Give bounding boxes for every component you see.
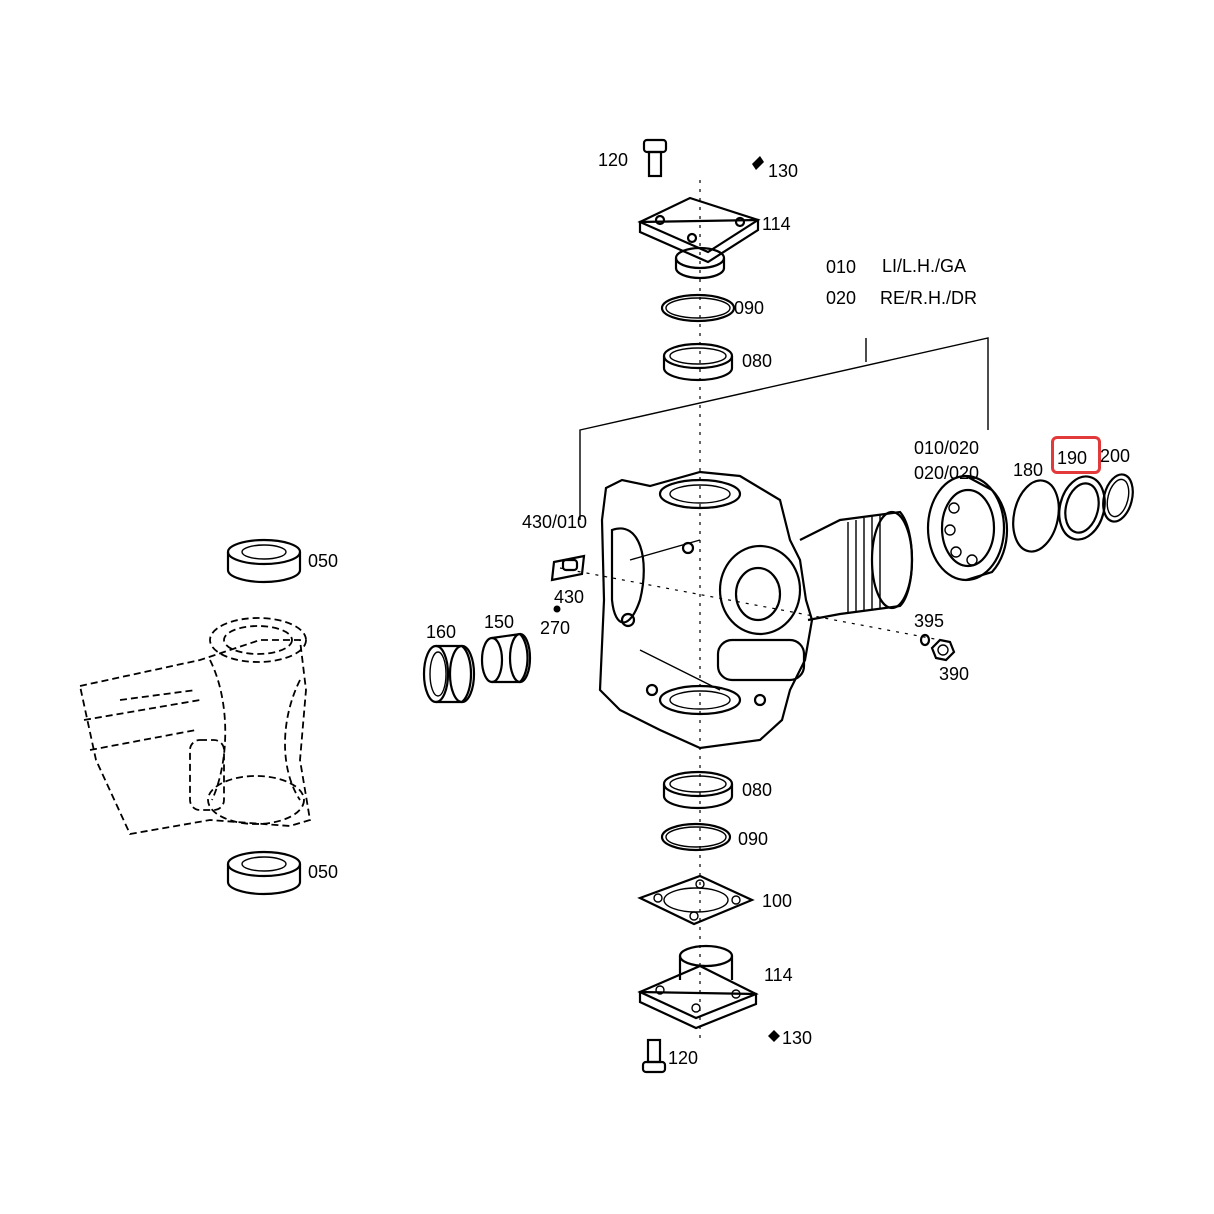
ring-080-top: [662, 342, 734, 382]
label-114-top: 114: [762, 214, 791, 234]
cap-114-bottom: [637, 944, 759, 1030]
label-020-020: 020/020: [914, 463, 980, 483]
label-160: 160: [426, 622, 457, 642]
label-114-bottom: 114: [764, 965, 793, 985]
label-120-bottom: 120: [668, 1048, 699, 1068]
oring-090-bottom: [660, 822, 732, 852]
snap-ring-200: [1102, 473, 1134, 523]
bolt-120-bottom: [641, 1038, 667, 1074]
hub-bearing-010-020: [926, 474, 1009, 582]
label-430: 430: [554, 587, 585, 607]
legend-020-code: 020: [826, 288, 857, 308]
pin-130-top: [752, 156, 764, 170]
label-010-020: 010/020: [914, 438, 980, 458]
label-270: 270: [540, 618, 571, 638]
bracket-430-010: [550, 554, 586, 613]
nut-390: [930, 638, 956, 662]
plate-100: [637, 874, 755, 926]
pin-130-bottom: [768, 1030, 780, 1042]
label-050-top: 050: [308, 551, 339, 571]
knuckle-housing: [598, 470, 814, 750]
label-080-top: 080: [742, 351, 773, 371]
label-130-top: 130: [768, 161, 799, 181]
label-090-bottom: 090: [738, 829, 769, 849]
ring-190: [1058, 475, 1106, 541]
label-100: 100: [762, 891, 793, 911]
label-050-bottom: 050: [308, 862, 339, 882]
label-130-bottom: 130: [782, 1028, 813, 1048]
oring-090-top: [660, 293, 736, 323]
center-axis: [559, 180, 941, 1040]
label-395: 395: [914, 611, 945, 631]
axle-housing-phantom: [78, 617, 312, 836]
bushing-160: [422, 644, 476, 704]
bracket-leader: [579, 337, 989, 520]
ring-080-bottom: [662, 770, 734, 810]
label-390: 390: [939, 664, 970, 684]
label-090-top: 090: [734, 298, 765, 318]
legend-010-code: 010: [826, 257, 857, 277]
washer-395: [919, 633, 931, 647]
legend-020-text: RE/R.H./DR: [880, 288, 978, 308]
bolt-120-top: [642, 138, 668, 178]
bushing-150: [480, 632, 532, 684]
label-430-010: 430/010: [522, 512, 588, 532]
label-180: 180: [1013, 460, 1044, 480]
label-200: 200: [1100, 446, 1131, 466]
label-120-top: 120: [598, 150, 629, 170]
label-080-bottom: 080: [742, 780, 773, 800]
label-150: 150: [484, 612, 515, 632]
label-190: 190: [1057, 448, 1088, 468]
highlight-box: [1051, 436, 1101, 474]
cap-114-top: [637, 196, 761, 280]
bearing-050-bottom: [226, 850, 302, 896]
splined-shaft: [799, 510, 914, 622]
washer-180: [1012, 479, 1060, 553]
legend-010-text: LI/L.H./GA: [882, 256, 967, 276]
bearing-050-top: [226, 538, 302, 584]
